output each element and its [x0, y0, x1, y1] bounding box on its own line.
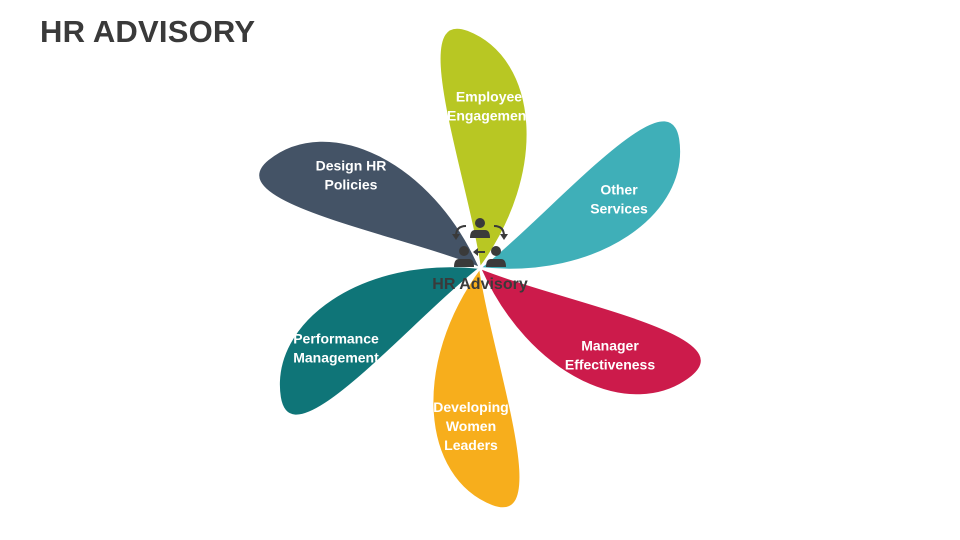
petal-label-line: Women [446, 418, 496, 434]
petal-label-line: Policies [325, 177, 378, 193]
petal-label-line: Other [600, 182, 638, 198]
center-hub: HR Advisory [432, 218, 528, 293]
petal-shape [277, 265, 483, 417]
people-exchange-icon [452, 218, 508, 267]
petal-label-line: Performance [293, 331, 379, 347]
petal-label-line: Engagement [447, 108, 531, 124]
petal-shape [257, 139, 482, 270]
petal-shape [477, 119, 683, 271]
petal-label-line: Leaders [444, 437, 498, 453]
petal-label-line: Services [590, 201, 648, 217]
slide-title: HR ADVISORY [40, 14, 256, 49]
petals-layer: EmployeeEngagementOtherServicesManagerEf… [257, 26, 703, 510]
center-label: HR Advisory [432, 276, 528, 293]
petal-label-line: Management [293, 350, 379, 366]
petal-shape [431, 265, 522, 510]
petal-label-line: Manager [581, 338, 639, 354]
petal-label-line: Employee [456, 89, 522, 105]
petal-shape [478, 266, 703, 397]
petal-shape [438, 26, 529, 271]
petal-label-line: Design HR [316, 158, 387, 174]
petal-design-hr-policies: Design HR Policies [257, 139, 482, 270]
petal-label-line: Effectiveness [565, 357, 655, 373]
petal-label-line: Developing [433, 399, 508, 415]
